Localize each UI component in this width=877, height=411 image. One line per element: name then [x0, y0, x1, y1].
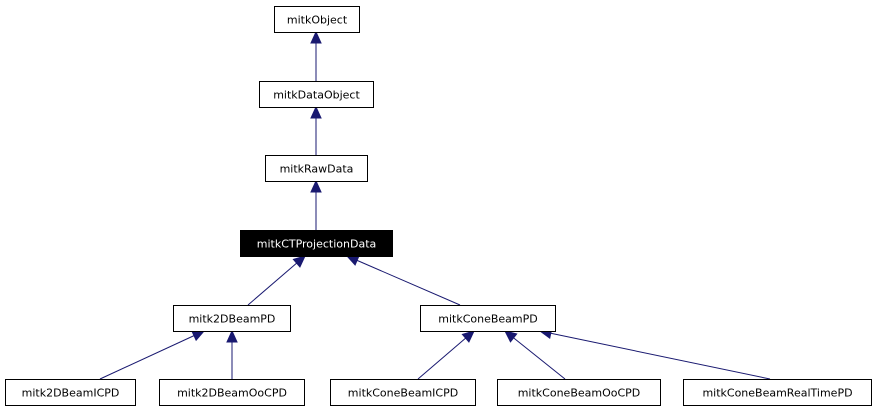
- edge-mitk2-d-beam-oo-cpd-to-mitk2-d-beam-pd: [226, 329, 238, 379]
- edge-line: [513, 337, 566, 380]
- class-box: [259, 81, 374, 108]
- class-box: [330, 379, 476, 406]
- class-node-mitk2-d-beam-oo-cpd[interactable]: mitk2DBeamOoCPD: [159, 379, 305, 406]
- class-label: mitkObject: [287, 14, 348, 27]
- inheritance-arrowhead-icon: [345, 255, 360, 266]
- edge-line: [247, 262, 297, 306]
- class-node-mitk-raw-data[interactable]: mitkRawData: [265, 155, 368, 182]
- inheritance-arrowhead-icon: [310, 30, 322, 44]
- class-node-mitk-object[interactable]: mitkObject: [274, 6, 360, 33]
- edge-line: [550, 332, 771, 380]
- class-box: [683, 379, 872, 406]
- class-box: [420, 305, 556, 332]
- class-box: [265, 155, 368, 182]
- class-box: [497, 379, 661, 406]
- edge-mitk-cone-beam-oo-cpd-to-mitk-cone-beam-pd: [504, 330, 566, 380]
- edge-mitk-cone-beam-pd-to-mitk-ct-projection-data: [345, 255, 461, 306]
- class-node-mitk-data-object[interactable]: mitkDataObject: [259, 81, 374, 108]
- class-label: mitkConeBeamPD: [438, 313, 537, 326]
- inheritance-arrowhead-icon: [504, 330, 518, 343]
- inheritance-arrowhead-icon: [292, 255, 306, 268]
- nodes-layer: mitkObject mitkDataObject mitkRawData mitkC…: [5, 6, 872, 406]
- class-label: mitkConeBeamRealTimePD: [702, 387, 852, 400]
- inheritance-arrowhead-icon: [191, 330, 206, 342]
- inheritance-arrowhead-icon: [310, 179, 322, 193]
- class-box: [240, 230, 393, 257]
- edge-mitk2-d-beam-icpd-to-mitk2-d-beam-pd: [99, 330, 206, 380]
- class-node-mitk-cone-beam-oo-cpd[interactable]: mitkConeBeamOoCPD: [497, 379, 661, 406]
- inheritance-arrowhead-icon: [310, 105, 322, 119]
- edge-line: [99, 335, 195, 380]
- edge-line: [356, 259, 461, 306]
- class-label: mitkRawData: [280, 163, 354, 176]
- class-label: mitk2DBeamICPD: [22, 387, 120, 400]
- edge-mitk-cone-beam-real-time-pd-to-mitk-cone-beam-pd: [538, 327, 771, 380]
- edge-mitk-ct-projection-data-to-mitk-raw-data: [310, 179, 322, 230]
- class-box: [159, 379, 305, 406]
- inheritance-arrowhead-icon: [461, 330, 475, 343]
- class-box: [5, 379, 136, 406]
- class-node-mitk2-d-beam-pd[interactable]: mitk2DBeamPD: [173, 305, 291, 332]
- class-label: mitk2DBeamPD: [189, 313, 276, 326]
- class-label: mitkDataObject: [273, 89, 360, 102]
- edge-mitk2-d-beam-pd-to-mitk-ct-projection-data: [247, 255, 306, 306]
- class-label: mitkConeBeamICPD: [348, 387, 458, 400]
- class-node-mitk-cone-beam-icpd[interactable]: mitkConeBeamICPD: [330, 379, 476, 406]
- class-node-mitk-cone-beam-pd[interactable]: mitkConeBeamPD: [420, 305, 556, 332]
- edge-mitk-cone-beam-icpd-to-mitk-cone-beam-pd: [417, 330, 475, 380]
- class-label: mitkCTProjectionData: [257, 238, 377, 251]
- class-label: mitk2DBeamOoCPD: [177, 387, 287, 400]
- inheritance-arrowhead-icon: [226, 329, 238, 343]
- edge-mitk-data-object-to-mitk-object: [310, 30, 322, 81]
- class-box: [173, 305, 291, 332]
- class-node-mitk-ct-projection-data: mitkCTProjectionData: [240, 230, 393, 257]
- class-node-mitk2-d-beam-icpd[interactable]: mitk2DBeamICPD: [5, 379, 136, 406]
- edge-mitk-raw-data-to-mitk-data-object: [310, 105, 322, 155]
- class-node-mitk-cone-beam-real-time-pd[interactable]: mitkConeBeamRealTimePD: [683, 379, 872, 406]
- class-box: [274, 6, 360, 33]
- edge-line: [417, 337, 466, 380]
- class-label: mitkConeBeamOoCPD: [518, 387, 641, 400]
